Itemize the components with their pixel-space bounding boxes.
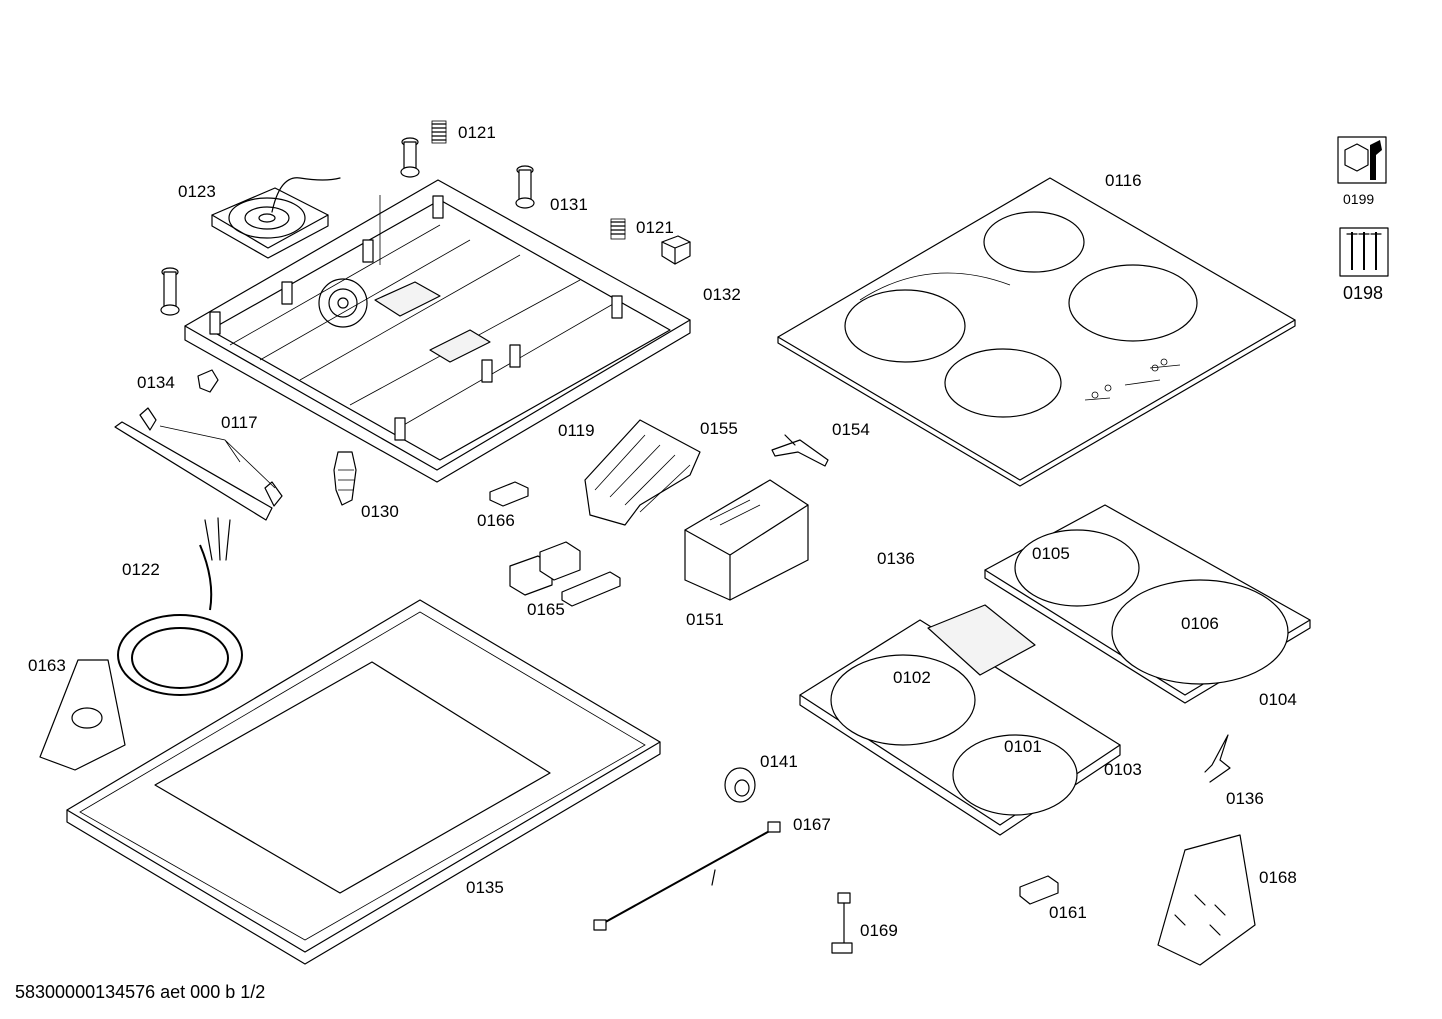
label-0166: 0166 [477, 511, 515, 530]
part-0163-bag [39, 659, 126, 771]
part-0119-housing [184, 179, 691, 483]
part-0122-cable [117, 517, 243, 696]
label-0151: 0151 [686, 610, 724, 629]
part-0121-spring-a [431, 120, 447, 144]
part-0105-coil [1014, 529, 1140, 607]
label-0122: 0122 [122, 560, 160, 579]
label-0155: 0155 [700, 419, 738, 438]
label-0121-b: 0121 [636, 218, 674, 237]
label-0135: 0135 [466, 878, 504, 897]
label-0117: 0117 [221, 413, 258, 432]
part-0167-sensor-cable [593, 821, 781, 931]
part-0101-coil [952, 734, 1078, 816]
part-0131-foot-b [515, 165, 535, 209]
label-0154: 0154 [832, 420, 870, 439]
label-0168: 0168 [1259, 868, 1297, 887]
label-0165: 0165 [527, 600, 565, 619]
label-0198: 0198 [1343, 283, 1383, 303]
label-0130: 0130 [361, 502, 399, 521]
part-0154-clip [771, 434, 829, 467]
part-0132-clip [661, 235, 691, 265]
label-0121-a: 0121 [458, 123, 496, 142]
part-0117-bracket [114, 407, 283, 521]
part-0151-module [684, 479, 809, 601]
part-0141-ring [724, 767, 756, 803]
label-0123: 0123 [178, 182, 216, 201]
label-0116: 0116 [1105, 171, 1142, 190]
label-0136-b: 0136 [1226, 789, 1264, 808]
part-0165-relays [509, 541, 621, 607]
label-0163: 0163 [28, 656, 66, 675]
label-0105: 0105 [1032, 544, 1070, 563]
screws-icon [1339, 227, 1389, 277]
part-0131-foot-a [400, 137, 420, 178]
label-0102: 0102 [893, 668, 931, 687]
label-0141: 0141 [760, 752, 798, 771]
label-0161: 0161 [1049, 903, 1087, 922]
label-0131: 0131 [550, 195, 588, 214]
part-0155-bracket [584, 419, 701, 526]
label-0169: 0169 [860, 921, 898, 940]
document-id: 58300000134576 aet 000 b 1/2 [15, 982, 265, 1002]
label-0132: 0132 [703, 285, 741, 304]
label-0104: 0104 [1259, 690, 1297, 709]
part-0116-glass-hob [777, 177, 1296, 487]
label-0106: 0106 [1181, 614, 1219, 633]
part-0161-block [1019, 875, 1059, 905]
part-0136-clip [1204, 734, 1231, 783]
part-0134-clip [197, 369, 219, 393]
part-0168-screw-bag [1157, 834, 1256, 966]
label-0136-a: 0136 [877, 549, 915, 568]
label-0119: 0119 [558, 421, 595, 440]
part-0169-cable [831, 892, 853, 954]
wrench-nut-icon [1337, 136, 1387, 184]
part-0121-spring-b [610, 218, 626, 240]
label-0134: 0134 [137, 373, 175, 392]
part-foot-c [160, 267, 180, 316]
label-0101: 0101 [1004, 737, 1042, 756]
part-0166-terminal [489, 481, 529, 507]
part-0102-coil [830, 654, 976, 746]
label-0103: 0103 [1104, 760, 1142, 779]
part-0135-frame [66, 599, 661, 965]
label-0167: 0167 [793, 815, 831, 834]
part-0123-fan [211, 177, 341, 259]
label-0199: 0199 [1343, 191, 1374, 207]
part-0106-coil [1111, 579, 1289, 685]
part-0130-connector [333, 451, 357, 506]
